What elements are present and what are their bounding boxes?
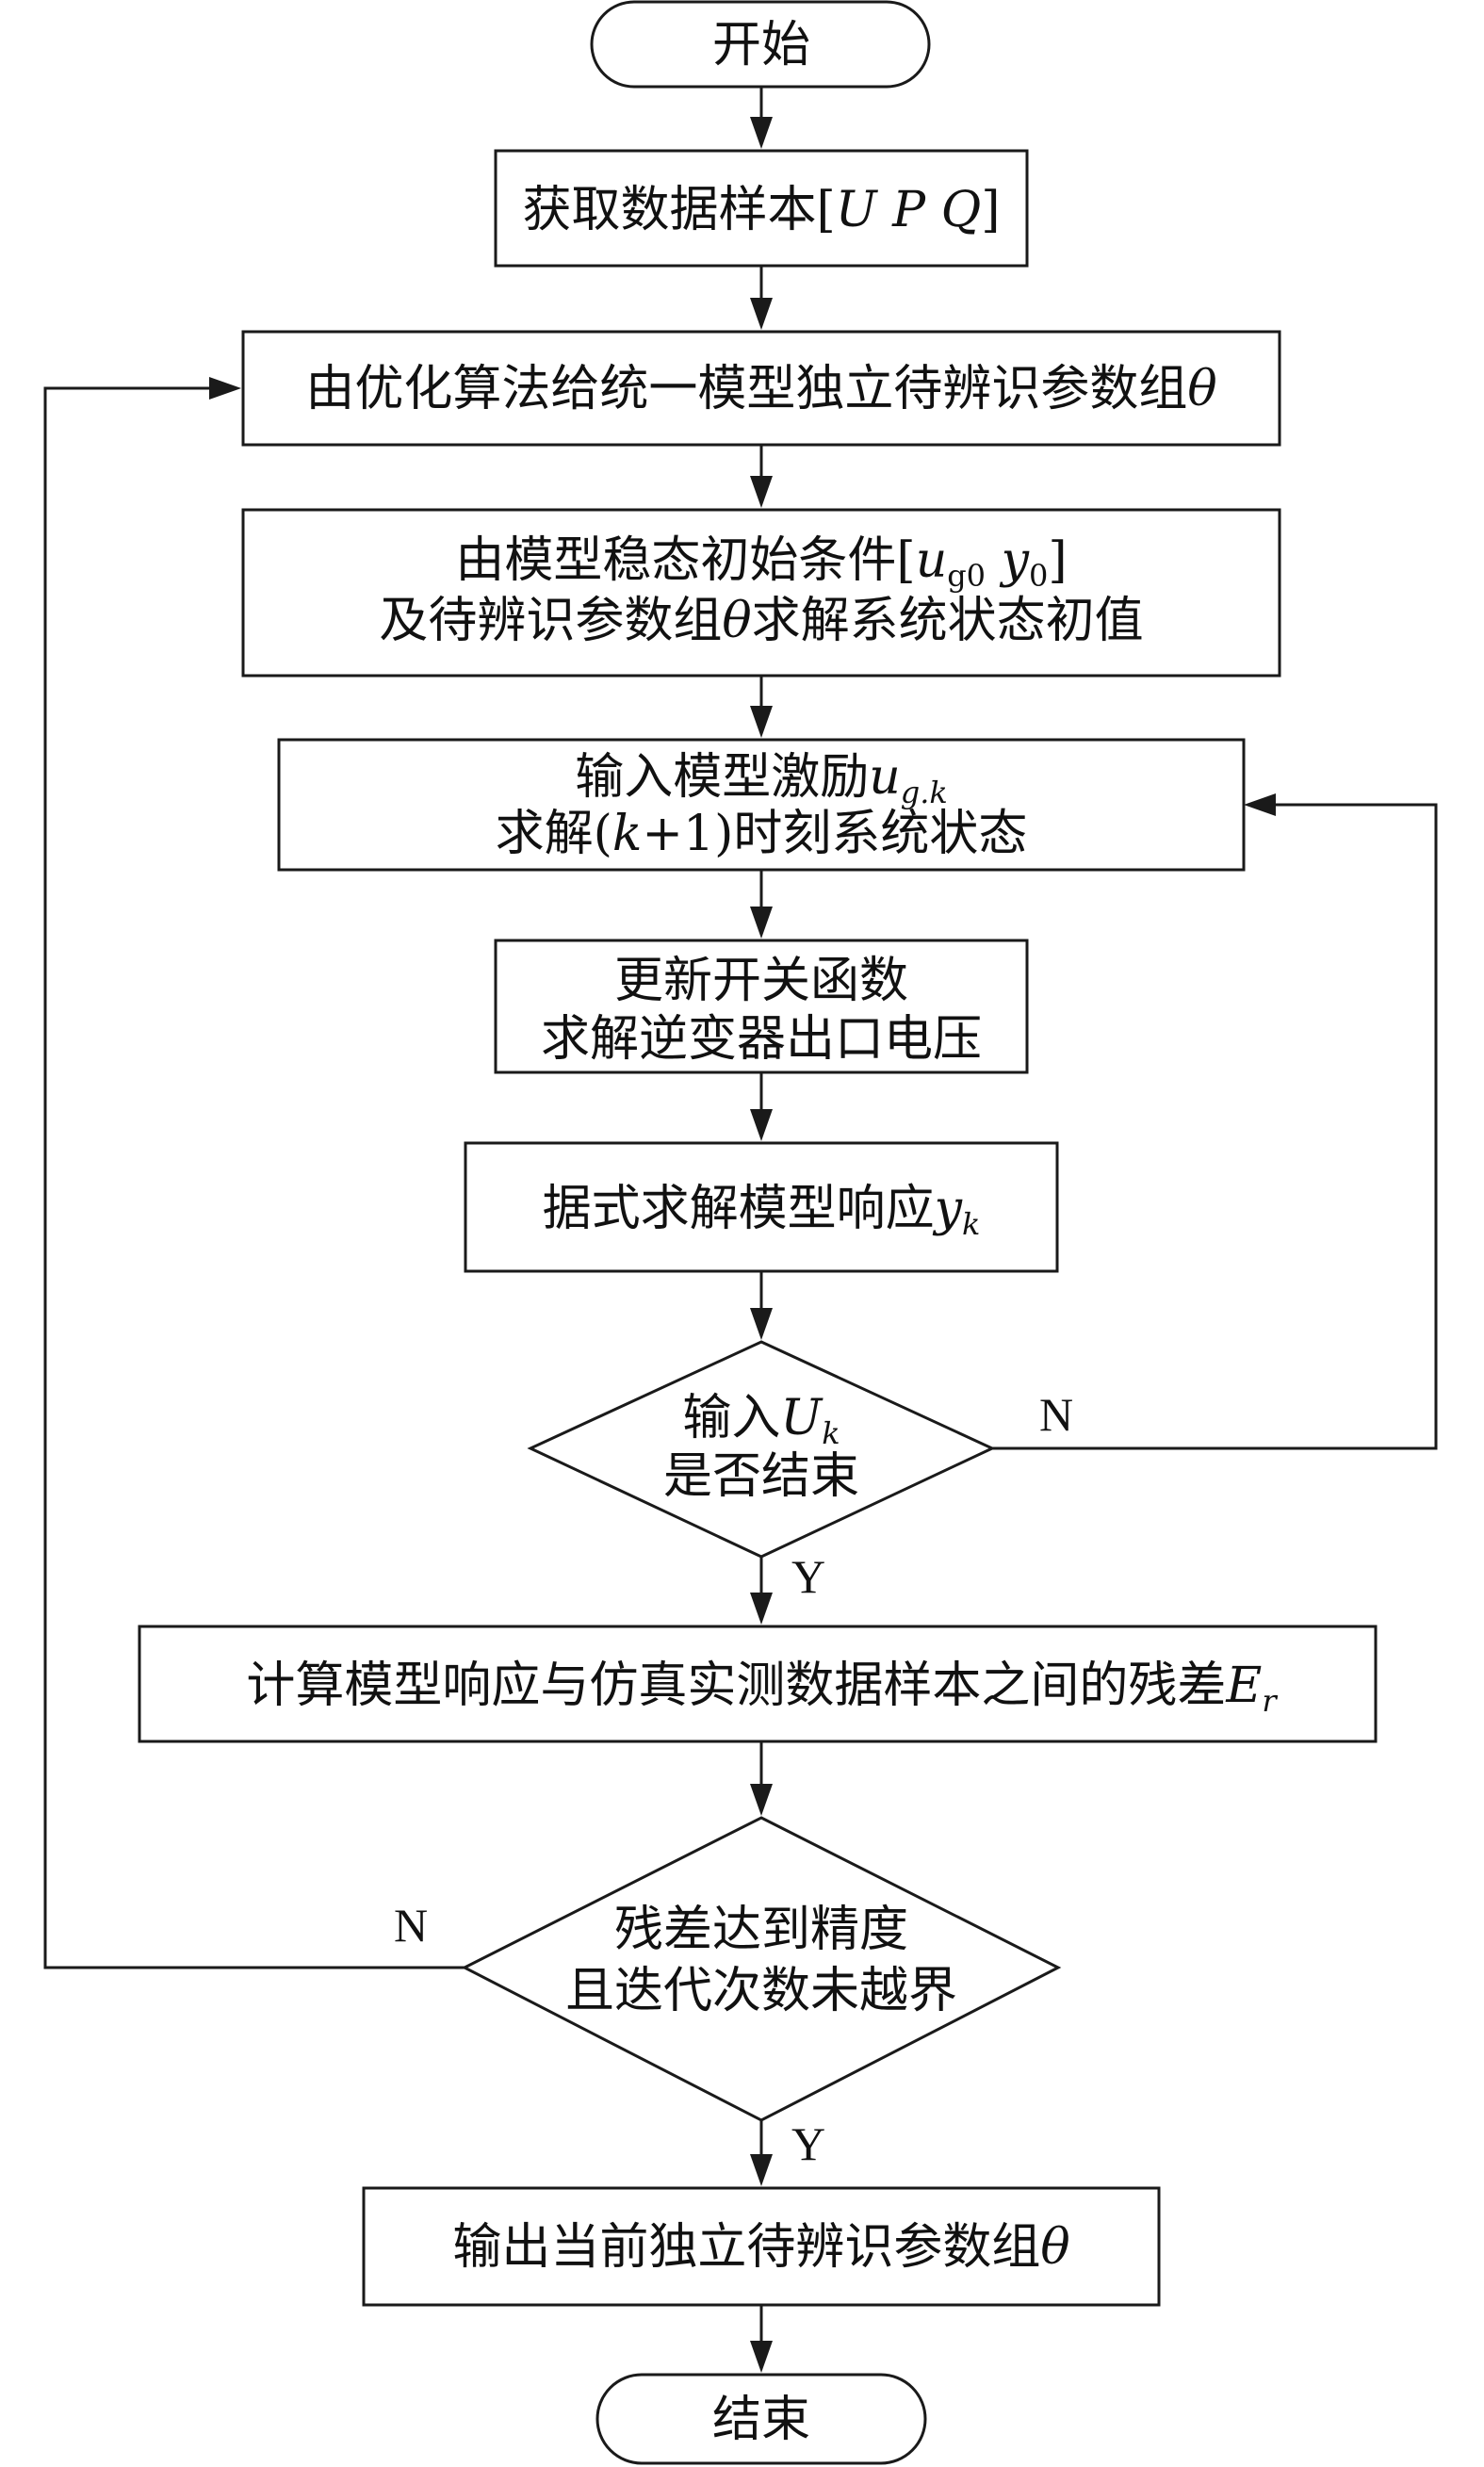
start-terminal-shape	[590, 0, 931, 89]
get-samples-label: 获取数据样本[U P Q]	[522, 182, 1000, 238]
connectors	[43, 87, 1438, 2373]
output-box	[362, 2186, 1161, 2307]
residual-box	[138, 1625, 1378, 1743]
init-state-line2: 及待辨识参数组θ求解系统状态初值	[379, 593, 1143, 649]
model-response-label: 据式求解模型响应yk	[543, 1181, 981, 1242]
init-state-line2-prefix: 及待辨识参数组	[379, 593, 722, 649]
arrowhead	[750, 298, 773, 330]
model-response-step: 据式求解模型响应yk	[464, 1141, 1059, 1273]
init-state-u-sub: g0	[947, 558, 986, 594]
init-state-u: u	[916, 532, 948, 589]
input-excitation-line2: 求解(k+1)时刻系统状态	[496, 806, 1028, 862]
outer-no-label: N	[394, 1899, 428, 1952]
end-terminal-shape	[595, 2373, 927, 2465]
model-response-prefix: 据式求解模型响应	[543, 1181, 935, 1237]
output-step: 输出当前独立待辨识参数组θ	[362, 2186, 1161, 2307]
input-end-decision-line1: 输入Uk	[682, 1390, 840, 1451]
model-response-y-sub: k	[962, 1206, 980, 1242]
init-state-y-sub: 0	[1029, 558, 1048, 594]
arrowhead	[750, 476, 773, 508]
get-samples-vars: U P Q	[836, 182, 982, 238]
update-switch-box	[494, 939, 1029, 1074]
init-state-step: 由模型稳态初始条件[ug0 y0] 及待辨识参数组θ求解系统状态初值	[241, 508, 1281, 678]
input-end-decision-U-sub: k	[822, 1415, 840, 1451]
outer-yes-label: Y	[791, 2117, 825, 2170]
residual-label: 计算模型响应与仿真实测数据样本之间的残差Er	[246, 1658, 1278, 1719]
arrowhead	[750, 2341, 773, 2373]
input-excitation-box	[277, 738, 1246, 872]
input-excitation-line2-prefix: 求解(	[496, 806, 612, 862]
input-excitation-line1: 输入模型激励ug.k	[575, 749, 948, 810]
init-state-y: y	[1000, 532, 1030, 589]
residual-step: 计算模型响应与仿真实测数据样本之间的残差Er	[138, 1625, 1378, 1743]
end-terminal: 结束	[595, 2373, 927, 2465]
inner-no-label: N	[1039, 1388, 1073, 1441]
edge-outer-loop-no	[43, 386, 465, 1969]
end-label: 结束	[712, 2392, 810, 2448]
optimize-step: 由优化算法给统一模型独立待辨识参数组θ	[241, 330, 1281, 447]
precision-decision-shape	[461, 1816, 1062, 2122]
input-excitation-line1-prefix: 输入模型激励	[575, 749, 869, 806]
arrowhead	[750, 1784, 773, 1816]
input-end-decision-shape	[527, 1340, 996, 1559]
input-excitation-u: u	[869, 749, 901, 806]
arrowhead	[750, 2154, 773, 2186]
precision-decision: 残差达到精度 且迭代次数未越界	[461, 1816, 1062, 2122]
update-switch-line2: 求解逆变器出口电压	[541, 1011, 982, 1068]
inner-yes-label: Y	[791, 1550, 825, 1603]
residual-E: E	[1225, 1658, 1262, 1714]
optimize-label: 由优化算法给统一模型独立待辨识参数组θ	[305, 361, 1216, 417]
precision-decision-line2: 且迭代次数未越界	[565, 1963, 957, 2019]
arrowhead	[750, 1109, 773, 1141]
get-samples-prefix: 获取数据样本[	[522, 182, 835, 238]
input-end-decision-line2: 是否结束	[663, 1448, 859, 1505]
update-switch-step: 更新开关函数 求解逆变器出口电压	[494, 939, 1029, 1074]
start-label: 开始	[712, 17, 810, 74]
get-samples-suffix: ]	[981, 182, 1000, 238]
input-end-decision-U: U	[780, 1390, 824, 1446]
optimize-theta: θ	[1187, 361, 1216, 417]
residual-E-sub: r	[1262, 1683, 1278, 1719]
optimize-box	[241, 330, 1281, 447]
get-samples-step: 获取数据样本[U P Q]	[494, 149, 1029, 268]
init-state-theta: θ	[722, 593, 751, 649]
update-switch-line1: 更新开关函数	[614, 953, 908, 1009]
arrowhead	[750, 1593, 773, 1625]
input-excitation-step: 输入模型激励ug.k 求解(k+1)时刻系统状态	[277, 738, 1246, 872]
input-excitation-line2-suffix: +1)时刻系统状态	[642, 806, 1027, 862]
residual-prefix: 计算模型响应与仿真实测数据样本之间的残差	[246, 1658, 1226, 1714]
input-end-decision-prefix: 输入	[682, 1390, 780, 1446]
arrowhead	[750, 117, 773, 149]
init-state-line1-suffix: ]	[1048, 532, 1067, 589]
init-state-box	[241, 508, 1281, 678]
get-samples-box	[494, 149, 1029, 268]
init-state-line1: 由模型稳态初始条件[ug0 y0]	[455, 532, 1067, 594]
arrowhead	[750, 907, 773, 939]
output-theta: θ	[1040, 2219, 1069, 2276]
start-terminal: 开始	[590, 0, 931, 89]
input-excitation-k: k	[612, 806, 643, 862]
output-label: 输出当前独立待辨识参数组θ	[452, 2219, 1069, 2276]
input-excitation-u-sub: g.k	[901, 775, 948, 810]
init-state-line1-prefix: 由模型稳态初始条件[	[455, 532, 915, 589]
arrowhead	[209, 377, 241, 400]
init-state-line2-suffix: 求解系统状态初值	[752, 593, 1144, 649]
optimize-prefix: 由优化算法给统一模型独立待辨识参数组	[305, 361, 1187, 417]
precision-decision-line1: 残差达到精度	[614, 1902, 908, 1958]
model-response-box	[464, 1141, 1059, 1273]
model-response-y: y	[933, 1181, 963, 1237]
arrowhead	[750, 1308, 773, 1340]
arrowhead	[750, 706, 773, 738]
input-end-decision: 输入Uk 是否结束	[527, 1340, 996, 1559]
arrowhead	[1244, 793, 1276, 816]
edge-inner-loop-no	[992, 803, 1438, 1450]
output-prefix: 输出当前独立待辨识参数组	[452, 2219, 1040, 2276]
